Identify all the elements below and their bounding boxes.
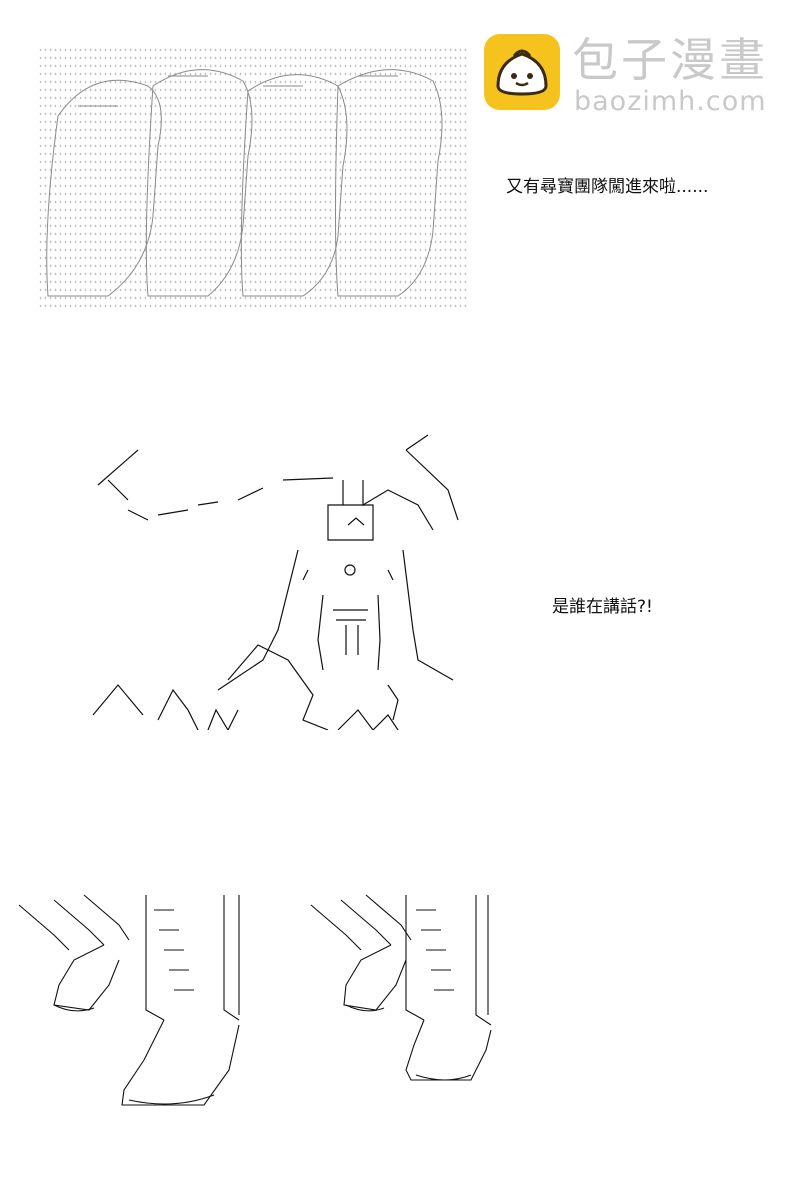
left-feet-art xyxy=(18,894,240,1106)
caption-1: 又有尋寶團隊闖進來啦...... xyxy=(506,177,709,197)
panel-1: 又有尋寶團隊闖進來啦...... xyxy=(0,0,800,330)
crowd-figures-art xyxy=(46,69,443,297)
hooded-figure-art xyxy=(92,434,459,730)
logo-title: 包子漫畫 xyxy=(572,33,768,87)
panel-2: 是誰在講話?! xyxy=(0,420,800,740)
ascii-art-crowd xyxy=(38,46,468,308)
site-logo: 包子漫畫 baozimh.com xyxy=(484,33,774,117)
caption-2: 是誰在講話?! xyxy=(552,597,653,617)
steamed-bun-icon xyxy=(496,49,548,96)
right-feet-art xyxy=(310,894,492,1081)
logo-url: baozimh.com xyxy=(574,86,767,117)
panel-3 xyxy=(0,880,800,1130)
logo-badge xyxy=(484,34,560,110)
